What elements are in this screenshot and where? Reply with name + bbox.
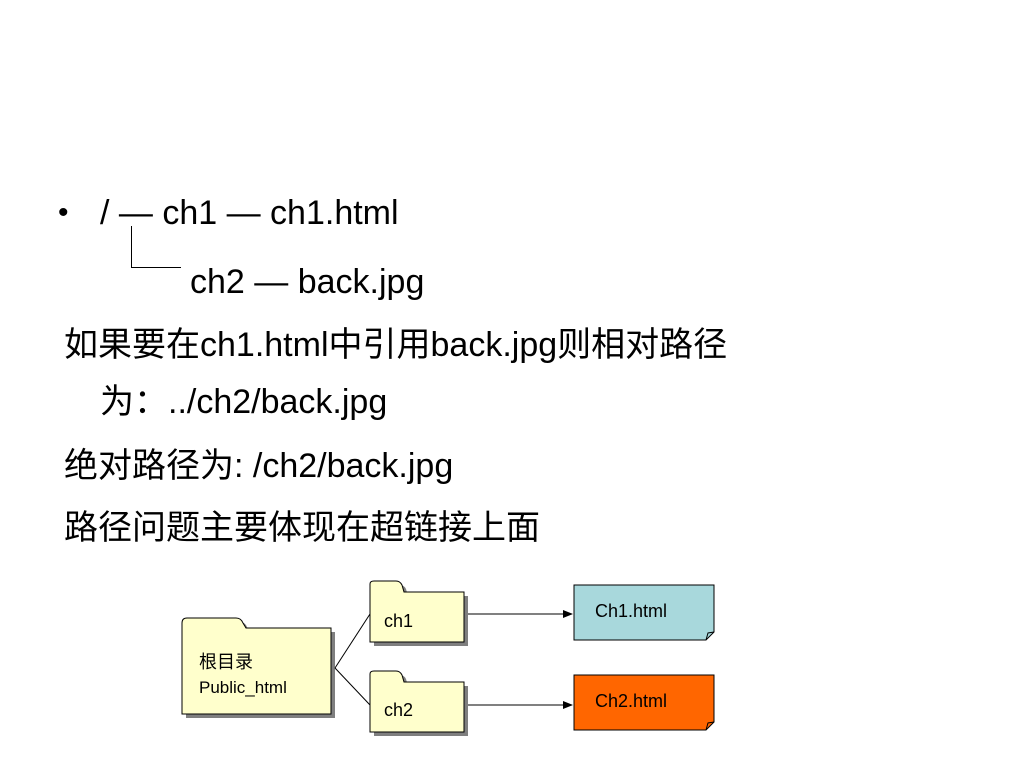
root-folder-label-cn: 根目录: [199, 652, 253, 672]
ch2-html-file-label: Ch2.html: [595, 691, 667, 711]
ch1-folder-shape: [369, 580, 465, 643]
tree-connector-horizontal: [131, 267, 181, 268]
ch1-folder-label: ch1: [384, 611, 413, 631]
ch2-html-file-shape: [573, 674, 715, 731]
root-folder-shape: [181, 617, 332, 715]
ch1-html-file-label: Ch1.html: [595, 601, 667, 621]
root-to-ch2-connector: [334, 667, 371, 706]
relative-path-line-1: 如果要在ch1.html中引用back.jpg则相对路径: [64, 326, 728, 364]
ch1-html-file-node: Ch1.html: [573, 584, 715, 641]
tree-line-2: ch2 — back.jpg: [190, 263, 425, 301]
relative-path-line-2: 为：../ch2/back.jpg: [100, 383, 388, 421]
bullet-dot: •: [58, 196, 69, 229]
tree-line-1: / — ch1 — ch1.html: [100, 194, 399, 232]
ch2-folder-label: ch2: [384, 700, 413, 720]
ch2-html-file-node: Ch2.html: [573, 674, 715, 731]
ch2-folder-shape: [369, 670, 465, 733]
ch1-html-file-shape: [573, 584, 715, 641]
root-folder-node: 根目录 Public_html: [181, 617, 335, 718]
hyperlink-note-line: 路径问题主要体现在超链接上面: [64, 509, 540, 547]
tree-connector-vertical: [131, 226, 132, 268]
root-folder-label-en: Public_html: [199, 678, 287, 697]
absolute-path-line: 绝对路径为: /ch2/back.jpg: [64, 447, 454, 485]
ch1-folder-node: ch1: [369, 580, 468, 646]
root-to-ch1-connector: [334, 613, 371, 669]
ch2-folder-node: ch2: [369, 670, 468, 736]
